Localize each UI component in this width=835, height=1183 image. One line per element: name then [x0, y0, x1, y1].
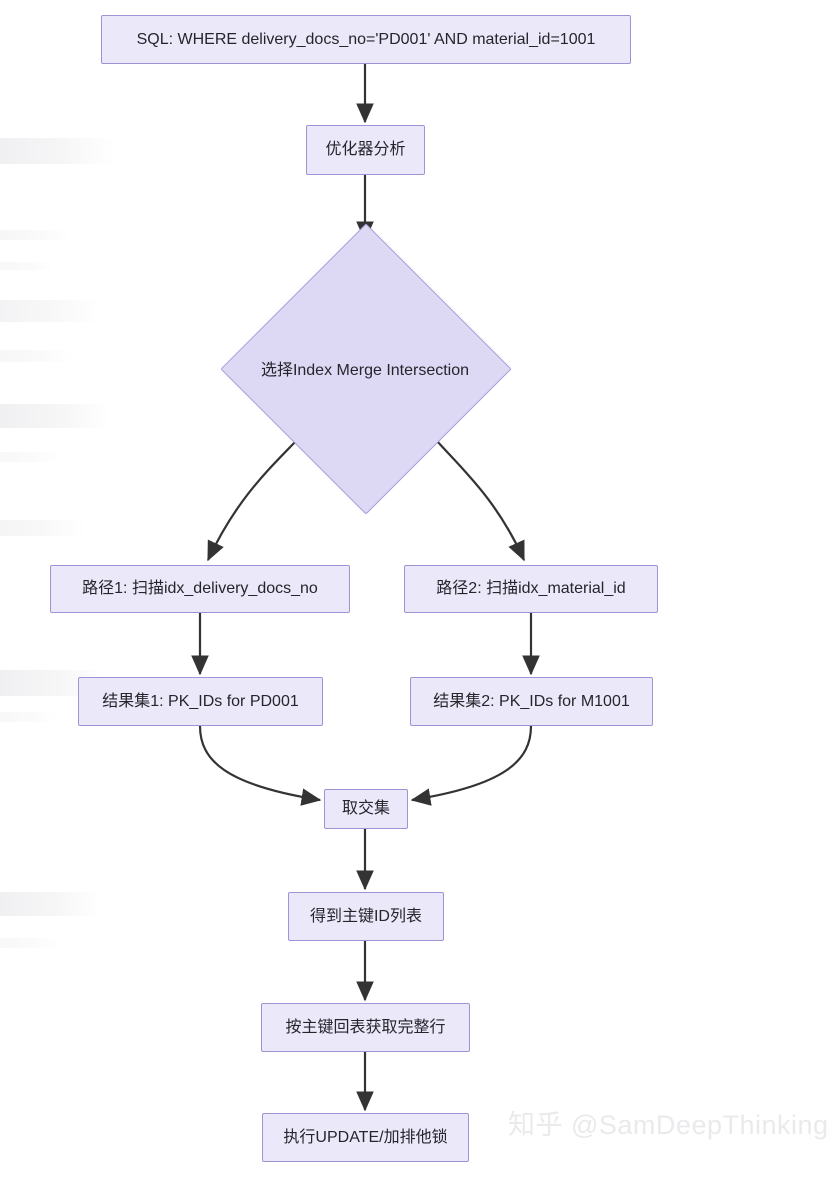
node-result1-label: 结果集1: PK_IDs for PD001: [102, 692, 299, 710]
node-intersect[interactable]: 取交集: [324, 789, 408, 829]
node-rowback-label: 按主键回表获取完整行: [285, 1018, 446, 1036]
node-path2-label: 路径2: 扫描idx_material_id: [436, 580, 626, 597]
node-update-label: 执行UPDATE/加排他锁: [283, 1128, 448, 1146]
edge-decision-to-path1: [207, 440, 297, 562]
watermark-text: 知乎 @SamDeepThinking: [508, 1110, 829, 1140]
node-decision-label: 选择Index Merge Intersection: [260, 362, 470, 379]
node-decision[interactable]: 选择Index Merge Intersection: [220, 223, 512, 515]
node-path1-label: 路径1: 扫描idx_delivery_docs_no: [82, 580, 318, 597]
node-result2[interactable]: 结果集2: PK_IDs for M1001: [410, 677, 653, 726]
node-update[interactable]: 执行UPDATE/加排他锁: [262, 1113, 469, 1162]
node-path1[interactable]: 路径1: 扫描idx_delivery_docs_no: [50, 565, 350, 613]
node-path2[interactable]: 路径2: 扫描idx_material_id: [404, 565, 658, 613]
node-rowback[interactable]: 按主键回表获取完整行: [261, 1003, 470, 1052]
node-sql-label: SQL: WHERE delivery_docs_no='PD001' AND …: [136, 30, 596, 48]
node-sql[interactable]: SQL: WHERE delivery_docs_no='PD001' AND …: [101, 15, 631, 64]
edge-decision-to-path2: [436, 440, 526, 562]
node-result1[interactable]: 结果集1: PK_IDs for PD001: [78, 677, 323, 726]
node-pklist-label: 得到主键ID列表: [309, 907, 422, 925]
edge-result2-to-intersect: [410, 725, 533, 806]
edge-result1-to-intersect: [198, 725, 322, 806]
node-optimizer-label: 优化器分析: [325, 141, 406, 158]
node-intersect-label: 取交集: [341, 800, 390, 817]
node-result2-label: 结果集2: PK_IDs for M1001: [433, 692, 630, 710]
node-pklist[interactable]: 得到主键ID列表: [288, 892, 444, 941]
node-optimizer[interactable]: 优化器分析: [306, 125, 425, 175]
